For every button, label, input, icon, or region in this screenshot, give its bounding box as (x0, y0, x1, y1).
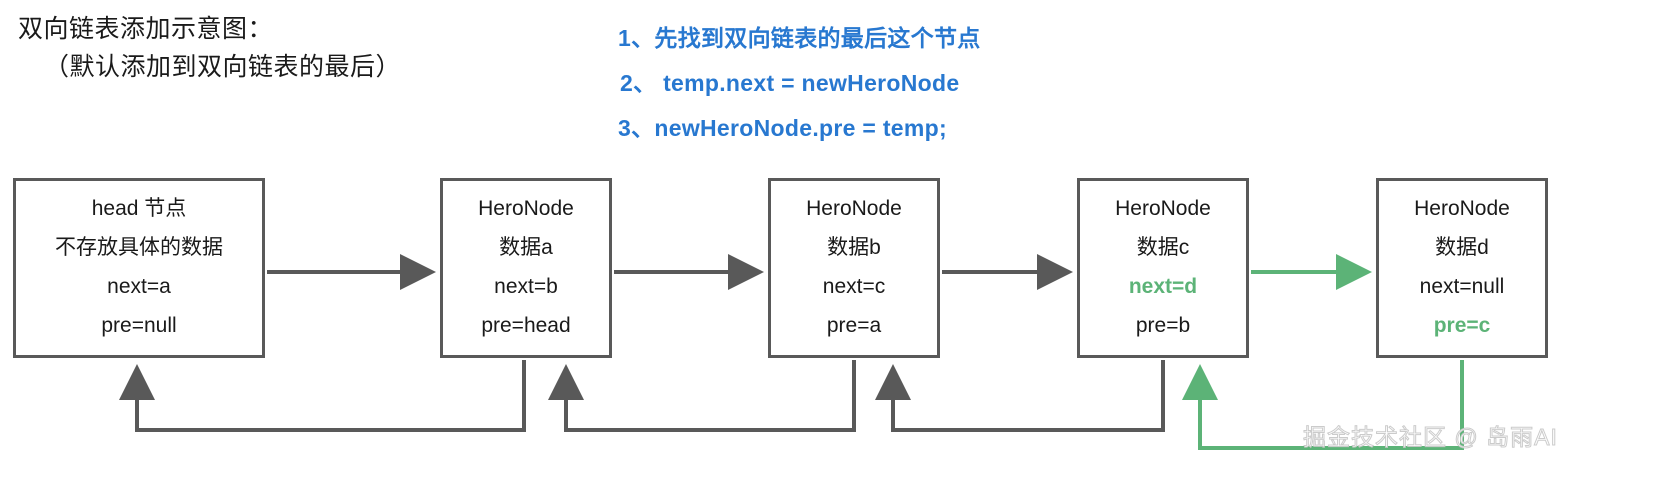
node-box-b: HeroNode 数据b next=c pre=a (768, 178, 940, 358)
step-item-1: 1、先找到双向链表的最后这个节点 (618, 25, 981, 51)
node-title: HeroNode (1115, 196, 1211, 220)
node-next: next=a (107, 274, 171, 298)
node-data: 数据a (499, 235, 553, 259)
node-next: next=null (1419, 274, 1505, 298)
node-title: HeroNode (478, 196, 574, 220)
node-title: HeroNode (806, 196, 902, 220)
node-box-d: HeroNode 数据d next=null pre=c (1376, 178, 1548, 358)
step-item-2: 2、 temp.next = newHeroNode (620, 70, 960, 96)
node-pre: pre=b (1135, 313, 1191, 337)
node-next: next=b (494, 274, 558, 298)
node-title: head 节点 (91, 196, 187, 220)
node-box-c: HeroNode 数据c next=d pre=b (1077, 178, 1249, 358)
node-box-head: head 节点 不存放具体的数据 next=a pre=null (13, 178, 265, 358)
node-pre: pre=c (1433, 313, 1491, 337)
node-pre: pre=null (101, 313, 177, 337)
node-pre: pre=a (826, 313, 882, 337)
node-data: 数据d (1435, 235, 1489, 259)
node-pre: pre=head (481, 313, 571, 337)
node-data: 不存放具体的数据 (55, 235, 223, 259)
node-next: next=c (822, 274, 886, 298)
node-data: 数据c (1136, 235, 1190, 259)
node-title: HeroNode (1414, 196, 1510, 220)
back-arrow-c-to-b (875, 360, 1165, 432)
page-title: 双向链表添加示意图： (18, 15, 274, 43)
steps-list: 1、先找到双向链表的最后这个节点 2、 temp.next = newHeroN… (618, 16, 1318, 151)
step-item-3: 3、newHeroNode.pre = temp; (618, 115, 947, 141)
node-box-a: HeroNode 数据a next=b pre=head (440, 178, 612, 358)
node-next: next=d (1128, 274, 1198, 298)
back-arrow-b-to-a (548, 360, 856, 432)
page-subtitle: （默认添加到双向链表的最后） (44, 53, 402, 81)
watermark-text: 掘金技术社区 @ 岛雨AI (1303, 424, 1558, 451)
diagram-title-block: 双向链表添加示意图： （默认添加到双向链表的最后） (18, 10, 578, 86)
back-arrow-a-to-head (119, 360, 526, 432)
node-data: 数据b (827, 235, 881, 259)
